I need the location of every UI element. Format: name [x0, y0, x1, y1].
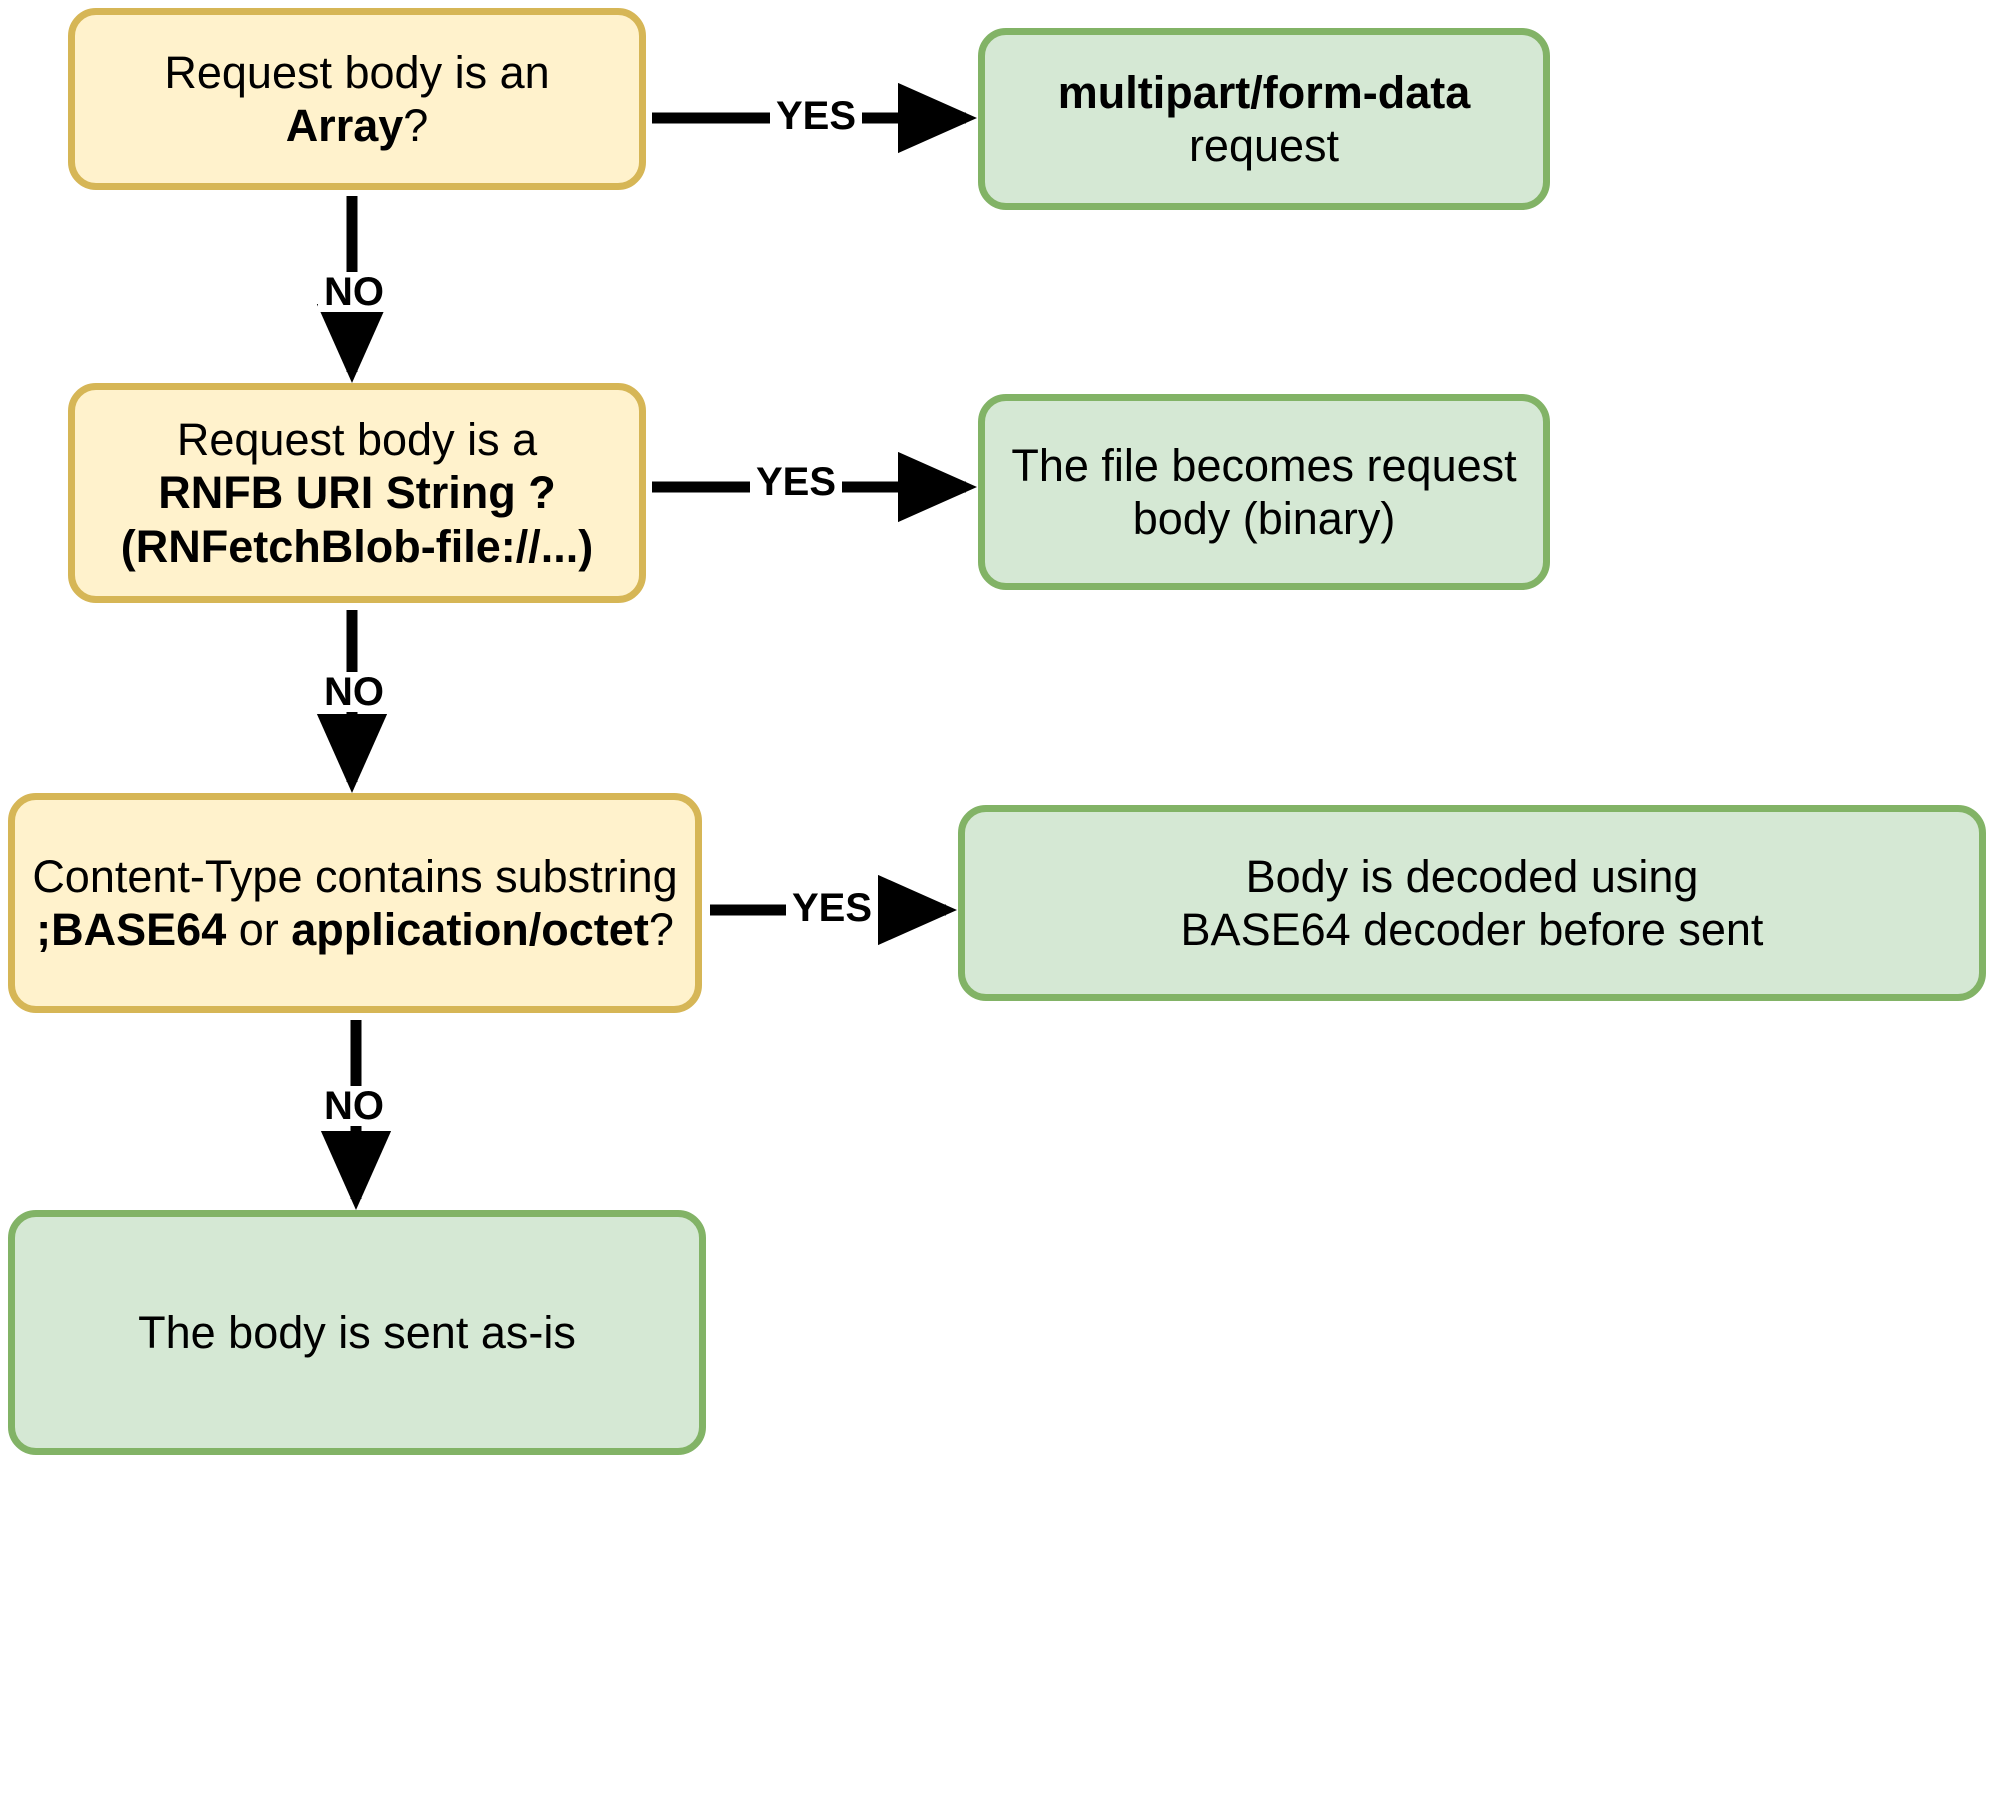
edge-label-no-rnfb: NO [318, 672, 390, 712]
node-label: Content-Type contains substring;BASE64 o… [15, 850, 695, 956]
node-label-run: ? [648, 904, 674, 955]
node-label-emphasis: multipart/form-data [1057, 66, 1471, 118]
node-label-line: Content-Type contains substring [29, 850, 681, 903]
edge-label-no-array: NO [318, 272, 390, 312]
node-label-line: RNFB URI String ? [89, 466, 625, 519]
edge-label-yes-array: YES [770, 96, 863, 136]
node-label-run: request [1188, 120, 1340, 171]
node-label-run: The body is sent as-is [138, 1306, 576, 1358]
node-label-run: Content-Type contains substring [32, 850, 678, 902]
node-label-emphasis: ;BASE64 [36, 904, 227, 955]
node-label-line: (RNFetchBlob-file://...) [89, 520, 625, 573]
node-label-line: ;BASE64 or application/octet? [29, 903, 681, 956]
node-label-line: request [999, 119, 1529, 172]
node-label-line: body (binary) [999, 492, 1529, 545]
node-label-emphasis: Array [285, 100, 404, 151]
node-label-line: multipart/form-data [999, 66, 1529, 119]
node-label-line: Request body is a [89, 413, 625, 466]
node-label-run: body (binary) [1132, 493, 1396, 544]
node-label-line: Body is decoded using [979, 850, 1965, 903]
node-label-emphasis: (RNFetchBlob-file://...) [120, 520, 594, 572]
node-label: Request body is an Array? [75, 46, 639, 152]
node-label-line: The body is sent as-is [29, 1306, 685, 1359]
edge-label-yes-content-type: YES [786, 888, 879, 928]
node-label-line: BASE64 decoder before sent [979, 903, 1965, 956]
edge-label-no-content-type: NO [318, 1086, 390, 1126]
node-label-line: Request body is an Array? [89, 46, 625, 152]
node-label-line: The file becomes request [999, 439, 1529, 492]
node-label-run: or [226, 904, 292, 955]
result-node-body-sent-as-is[interactable]: The body is sent as-is [8, 1210, 706, 1455]
node-label-run: ? [403, 100, 429, 151]
decision-node-content-type-contains-substring[interactable]: Content-Type contains substring;BASE64 o… [8, 793, 702, 1013]
node-label: The body is sent as-is [15, 1306, 699, 1359]
edge-label-yes-rnfb: YES [750, 462, 843, 502]
decision-node-request-body-is-array[interactable]: Request body is an Array? [68, 8, 646, 190]
node-label-run: BASE64 decoder before sent [1180, 904, 1764, 955]
node-label-run: The file becomes request [1011, 439, 1517, 491]
node-label-emphasis: RNFB URI String ? [158, 467, 556, 519]
node-label-run: Request body is a [176, 414, 538, 466]
node-label-run: Body is decoded using [1245, 850, 1699, 902]
node-label-run: Request body is an [164, 46, 550, 98]
node-label-emphasis: application/octet [291, 904, 649, 955]
